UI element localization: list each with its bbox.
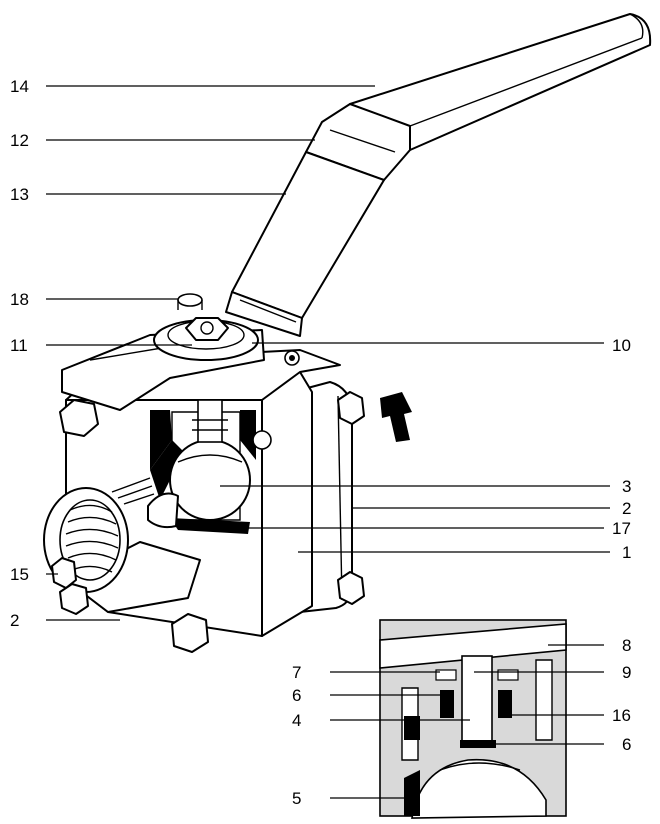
bolt-top-right	[337, 391, 365, 425]
leader-lines	[46, 85, 610, 799]
callout-labels: 14 12 13 18 11 10 3 2 17 1 15 2 8 7 9 6 …	[10, 77, 631, 808]
callout-13: 13	[10, 185, 29, 204]
callout-1: 1	[622, 543, 631, 562]
gland-plate	[61, 293, 300, 411]
callout-6-left: 6	[292, 686, 301, 705]
bolt-left-mid	[51, 557, 77, 589]
callout-6-right: 6	[622, 735, 631, 754]
callout-2-right: 2	[622, 499, 631, 518]
callout-7: 7	[292, 663, 301, 682]
callout-17: 17	[612, 519, 631, 538]
callout-16: 16	[612, 706, 631, 725]
ball	[169, 439, 251, 521]
bolt-left-low	[59, 583, 89, 615]
callout-2-left: 2	[10, 611, 19, 630]
callout-4: 4	[292, 711, 301, 730]
callout-5: 5	[292, 789, 301, 808]
callout-18: 18	[10, 290, 29, 309]
flow-direction-arrow-icon	[380, 392, 412, 442]
callout-9: 9	[622, 663, 631, 682]
callout-12: 12	[10, 131, 29, 150]
bolt-hole	[252, 430, 272, 450]
bolt-bottom	[171, 613, 209, 653]
bolt-top-left	[59, 399, 99, 437]
callout-11: 11	[10, 336, 28, 355]
stem-detail-inset	[379, 619, 567, 819]
bolt-bottom-right	[337, 571, 365, 605]
callout-15: 15	[10, 565, 29, 584]
callout-8: 8	[622, 636, 631, 655]
body-bolts	[51, 391, 365, 653]
callout-14: 14	[10, 77, 29, 96]
callout-3: 3	[622, 477, 631, 496]
callout-10: 10	[612, 336, 631, 355]
lever-handle	[225, 13, 652, 337]
